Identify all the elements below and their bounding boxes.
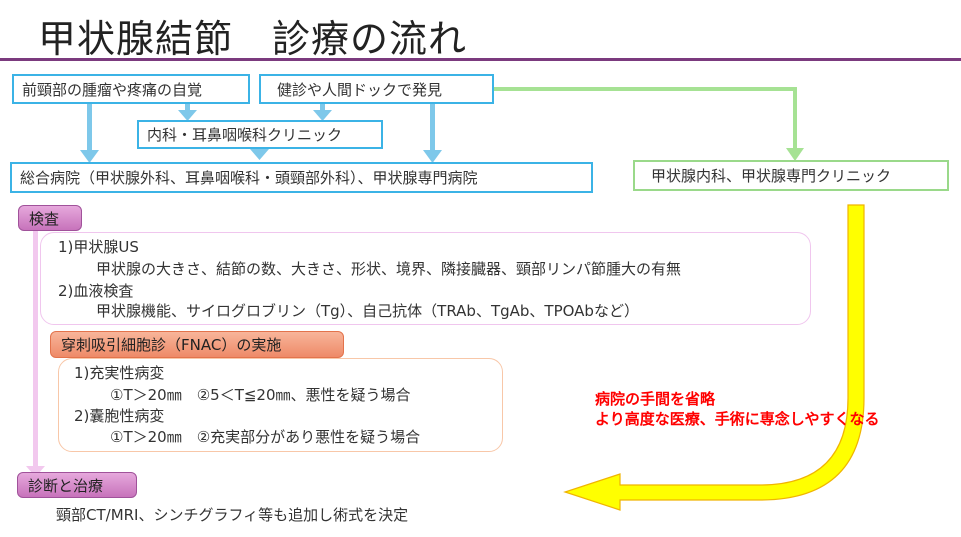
box-general-clinic: 内科・耳鼻咽喉科クリニック — [137, 120, 383, 149]
diagnosis-tag-label: 診断と治療 — [28, 476, 104, 495]
box-general-clinic-label: 内科・耳鼻咽喉科クリニック — [147, 126, 343, 144]
box-hospital-label: 総合病院（甲状腺外科、耳鼻咽喉科・頭頸部外科）、甲状腺専門病院 — [20, 169, 478, 187]
arrow-clinic-to-hospital — [250, 149, 269, 160]
yellow-bypass-arrow — [563, 204, 865, 511]
diagnosis-tag: 診断と治療 — [17, 472, 137, 498]
arrow-checkup-to-clinic — [313, 102, 332, 121]
fnac-line-1: 1)充実性病変 — [74, 364, 165, 382]
fnac-line-3: 2)囊胞性病変 — [74, 407, 165, 425]
exam-timeline-arrow — [26, 229, 45, 477]
arrow-neck-to-hospital — [80, 102, 99, 163]
arrow-checkup-to-hospital — [423, 102, 442, 163]
diagnosis-text: 頸部CT/MRI、シンチグラフィ等も追加し術式を決定 — [56, 506, 409, 524]
exam-line-1: 1)甲状腺US — [58, 238, 139, 256]
fnac-tag: 穿刺吸引細胞診（FNAC）の実施 — [50, 331, 344, 358]
box-checkup-found: 健診や人間ドックで発見 — [259, 74, 494, 104]
box-neck-symptom: 前頸部の腫瘤や疼痛の自覚 — [12, 74, 250, 104]
box-hospital: 総合病院（甲状腺外科、耳鼻咽喉科・頭頸部外科）、甲状腺専門病院 — [10, 162, 593, 193]
exam-line-4: 甲状腺機能、サイログロブリン（Tg）、自己抗体（TRAb、TgAb、TPOAbな… — [96, 302, 639, 320]
exam-panel — [40, 232, 811, 325]
page-title: 甲状腺結節 診療の流れ — [38, 17, 468, 61]
exam-line-3: 2)血液検査 — [58, 282, 134, 300]
fnac-line-2: ①T＞20㎜ ②5＜T≦20㎜、悪性を疑う場合 — [110, 386, 411, 404]
box-checkup-found-label: 健診や人間ドックで発見 — [277, 80, 443, 99]
title-underline — [0, 58, 961, 61]
exam-tag-label: 検査 — [29, 209, 60, 228]
annotation-line-2: より高度な医療、手術に専念しやすくなる — [595, 410, 880, 428]
exam-line-2: 甲状腺の大きさ、結節の数、大きさ、形状、境界、隣接臓器、頸部リンパ節腫大の有無 — [96, 260, 682, 278]
arrow-checkup-to-thyroid-clinic — [494, 87, 804, 161]
fnac-line-4: ①T＞20㎜ ②充実部分があり悪性を疑う場合 — [110, 428, 421, 446]
fnac-tag-label: 穿刺吸引細胞診（FNAC）の実施 — [61, 336, 282, 354]
arrow-neck-to-clinic — [178, 102, 197, 121]
box-thyroid-clinic-label: 甲状腺内科、甲状腺専門クリニック — [651, 167, 892, 185]
fnac-panel — [58, 358, 503, 452]
box-neck-symptom-label: 前頸部の腫瘤や疼痛の自覚 — [22, 80, 203, 99]
exam-tag: 検査 — [18, 205, 82, 231]
annotation-line-1: 病院の手間を省略 — [595, 390, 716, 408]
box-thyroid-clinic: 甲状腺内科、甲状腺専門クリニック — [633, 160, 949, 191]
